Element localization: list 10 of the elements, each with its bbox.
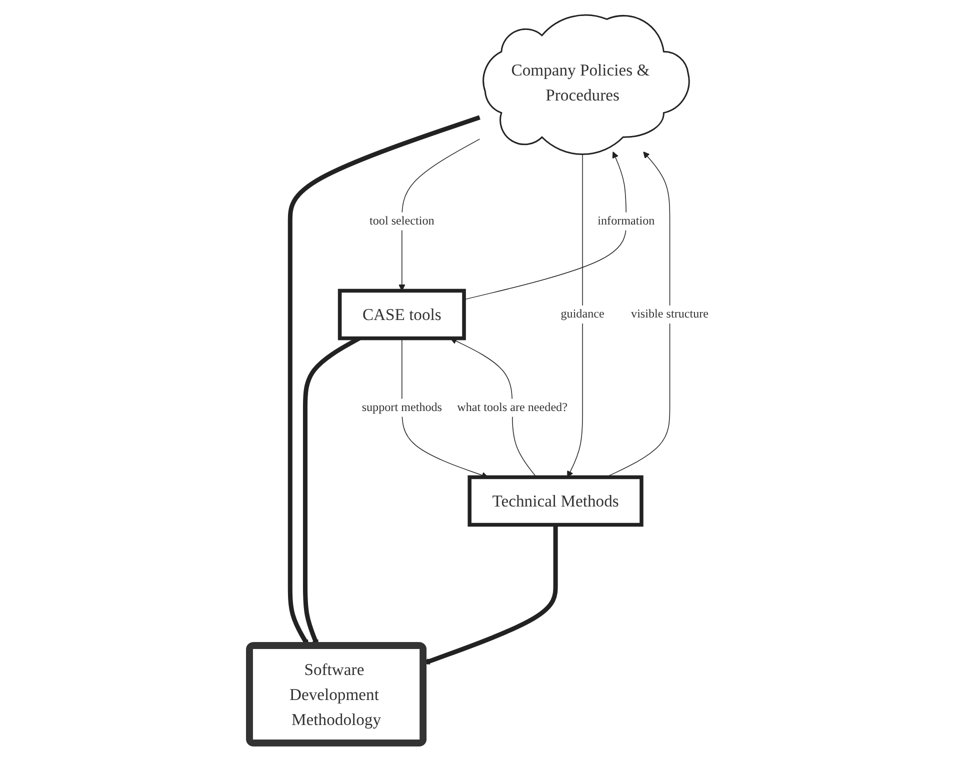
edge-label: guidance: [560, 308, 604, 321]
edge-label: support methods: [362, 400, 442, 414]
edge-label: visible structure: [631, 308, 709, 321]
edge-label: tool selection: [370, 214, 434, 228]
arrow: [398, 138, 480, 292]
edge-label: information: [598, 214, 655, 228]
node-box: Technical Methods: [468, 475, 644, 527]
node-box: CASE tools: [338, 288, 466, 340]
edge-label: what tools are needed?: [457, 400, 568, 414]
arrow: [450, 338, 537, 478]
